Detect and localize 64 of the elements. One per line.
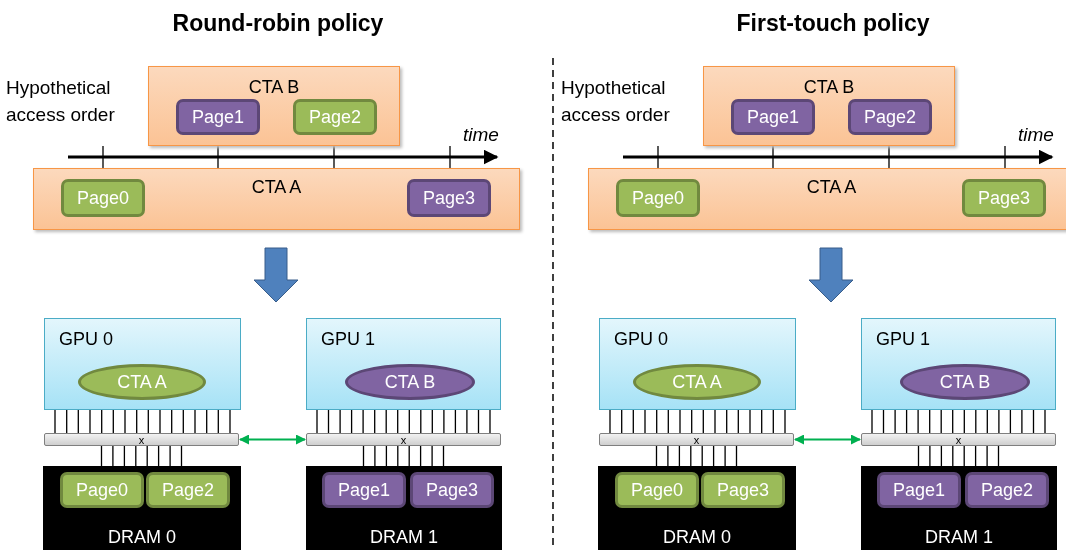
axis-caption: Hypothetical access order bbox=[561, 76, 671, 127]
axis-label: time bbox=[463, 124, 499, 146]
bus-lines bbox=[316, 409, 491, 434]
bus-lines bbox=[54, 409, 231, 434]
page-box: Page0 bbox=[61, 179, 145, 217]
thread-block-ellipse: CTA A bbox=[78, 364, 206, 400]
panel-title: First-touch policy bbox=[736, 10, 930, 37]
axis-label: time bbox=[1018, 124, 1054, 146]
thread-block-ellipse: CTA A bbox=[633, 364, 761, 400]
thread-block-ellipse: CTA B bbox=[900, 364, 1030, 400]
gpu-box bbox=[599, 318, 796, 410]
dram-label: DRAM 1 bbox=[924, 527, 994, 548]
dram-box bbox=[598, 466, 796, 550]
thread-block-label: CTA A bbox=[805, 177, 858, 198]
page-box: Page2 bbox=[293, 99, 377, 135]
page-box: Page2 bbox=[965, 472, 1049, 508]
crossbar-bar: x bbox=[306, 433, 501, 446]
page-box: Page0 bbox=[615, 472, 699, 508]
dram-box bbox=[43, 466, 241, 550]
gpu-box bbox=[861, 318, 1056, 410]
double-arrow bbox=[239, 434, 306, 445]
page-box: Page1 bbox=[731, 99, 815, 135]
thread-block-label: CTA A bbox=[250, 177, 303, 198]
gpu-label: GPU 0 bbox=[614, 329, 669, 350]
thread-block-box bbox=[588, 168, 1066, 230]
thread-block-box bbox=[33, 168, 520, 230]
thread-block-box bbox=[148, 66, 400, 146]
crossbar-bar: x bbox=[44, 433, 239, 446]
gpu-box bbox=[306, 318, 501, 410]
dram-label: DRAM 0 bbox=[662, 527, 732, 548]
page-box: Page1 bbox=[877, 472, 961, 508]
page-box: Page0 bbox=[60, 472, 144, 508]
thread-block-ellipse: CTA B bbox=[345, 364, 475, 400]
dram-label: DRAM 1 bbox=[369, 527, 439, 548]
axis-caption: Hypothetical access order bbox=[6, 76, 116, 127]
bus-lines bbox=[655, 445, 738, 467]
gpu-box bbox=[44, 318, 241, 410]
dram-box bbox=[861, 466, 1057, 550]
thread-block-label: CTA B bbox=[802, 77, 856, 98]
double-arrow bbox=[794, 434, 861, 445]
thread-block-box bbox=[703, 66, 955, 146]
panel-title: Round-robin policy bbox=[172, 10, 384, 37]
bus-lines bbox=[100, 445, 183, 467]
page-box: Page2 bbox=[146, 472, 230, 508]
page-box: Page3 bbox=[962, 179, 1046, 217]
gpu-label: GPU 0 bbox=[59, 329, 114, 350]
bus-lines bbox=[871, 409, 1046, 434]
page-box: Page3 bbox=[407, 179, 491, 217]
gpu-label: GPU 1 bbox=[876, 329, 931, 350]
page-box: Page3 bbox=[701, 472, 785, 508]
bus-lines bbox=[609, 409, 786, 434]
page-box: Page1 bbox=[322, 472, 406, 508]
bus-lines bbox=[362, 445, 445, 467]
page-box: Page2 bbox=[848, 99, 932, 135]
page-box: Page3 bbox=[410, 472, 494, 508]
thread-block-label: CTA B bbox=[247, 77, 301, 98]
page-box: Page0 bbox=[616, 179, 700, 217]
gpu-label: GPU 1 bbox=[321, 329, 376, 350]
dram-label: DRAM 0 bbox=[107, 527, 177, 548]
bus-lines bbox=[917, 445, 1000, 467]
crossbar-bar: x bbox=[599, 433, 794, 446]
dram-box bbox=[306, 466, 502, 550]
crossbar-bar: x bbox=[861, 433, 1056, 446]
page-box: Page1 bbox=[176, 99, 260, 135]
